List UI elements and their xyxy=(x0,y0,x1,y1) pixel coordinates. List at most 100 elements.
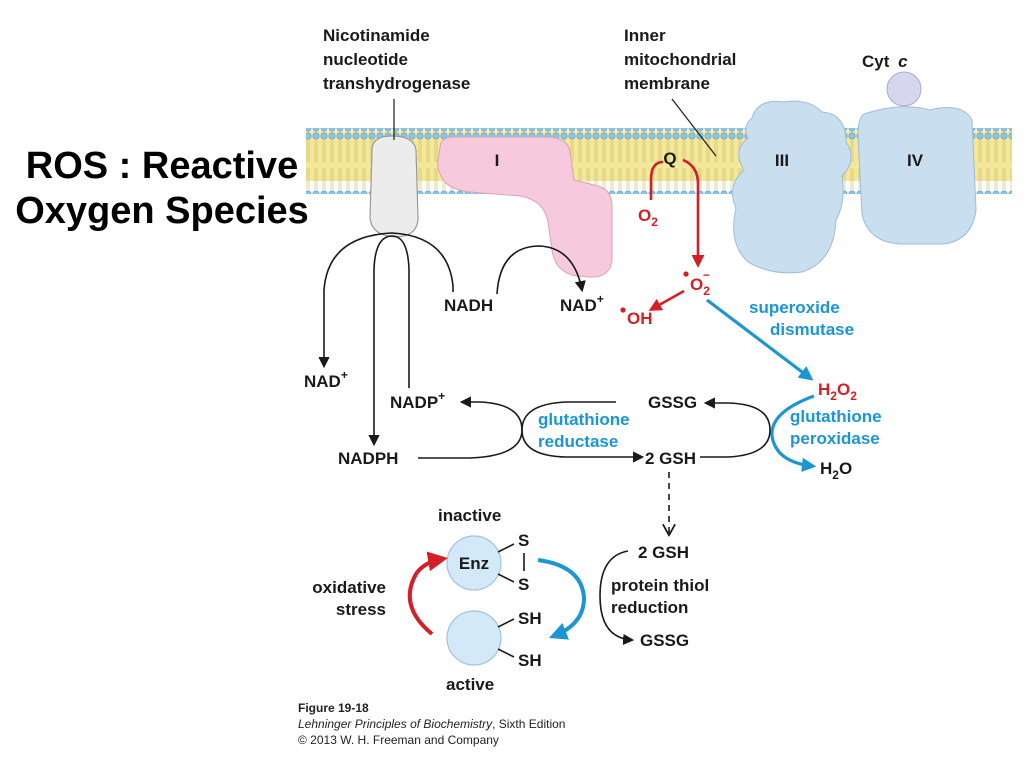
arrow-nadph-to-nadp xyxy=(418,396,523,459)
h2o2-h: H xyxy=(818,380,830,399)
glutathione-reductase-line-2: reductase xyxy=(538,432,618,451)
protein-thiol-reduction-line-1: protein thiol xyxy=(611,576,709,595)
active-label: active xyxy=(446,675,494,694)
o2-text: O xyxy=(638,206,651,225)
inner-membrane-leader-line xyxy=(671,98,717,157)
inactive-label: inactive xyxy=(438,506,501,525)
nadp-plus-sup: + xyxy=(438,389,445,403)
arrow-oxidative-stress xyxy=(407,551,448,636)
inner-membrane-label-line-1: Inner xyxy=(624,26,666,45)
superoxide-dismutase-line-1: superoxide xyxy=(749,298,840,317)
transhydrogenase-label: Nicotinamide nucleotide transhydrogenase xyxy=(323,26,470,93)
copyright: © 2013 W. H. Freeman and Company xyxy=(298,733,499,747)
nadh-label: NADH xyxy=(444,296,493,315)
arrow-nadh-to-nad-left xyxy=(318,232,454,369)
sulfur-bottom-label: S xyxy=(518,575,529,594)
nad-plus-left-text: NAD xyxy=(304,372,341,391)
inner-membrane-label-line-2: mitochondrial xyxy=(624,50,736,69)
gssg-top-label: GSSG xyxy=(648,393,697,412)
h2o-label: H2O xyxy=(820,459,852,482)
two-gsh-bottom-label: 2 GSH xyxy=(638,543,689,562)
superoxide-label: O2 − xyxy=(690,268,710,298)
h2o2-sub-2: 2 xyxy=(850,389,857,403)
arrow-nadh-to-nad-complex-i xyxy=(496,245,586,295)
complex-iv-protein xyxy=(857,106,977,245)
transhydrogenase-label-line-1: Nicotinamide xyxy=(323,26,430,45)
o2-label: O2 xyxy=(638,206,658,229)
arrow-h2o2-to-h2o xyxy=(770,394,817,473)
h2o2-label: H2O2 xyxy=(818,380,857,403)
protein-thiol-reduction-label: protein thiol reduction xyxy=(611,576,709,617)
enzyme-active xyxy=(446,610,502,666)
nadph-label: NADPH xyxy=(338,449,398,468)
cyt-c-label-italic: c xyxy=(898,52,908,71)
arrow-protein-thiol-reduction xyxy=(599,550,635,646)
protein-thiol-reduction-line-2: reduction xyxy=(611,598,688,617)
thiol-top-label: SH xyxy=(518,609,542,628)
transhydrogenase-protein xyxy=(369,135,419,238)
nadp-plus-text: NADP xyxy=(390,393,438,412)
arrow-enzyme-reduction xyxy=(537,558,587,640)
nadp-plus-label: NADP+ xyxy=(390,389,445,412)
oxidative-stress-line-1: oxidative xyxy=(312,578,386,597)
arrow-gsh-to-gssg xyxy=(700,397,771,458)
h2o-o: O xyxy=(839,459,852,478)
nad-plus-left-sup: + xyxy=(341,368,348,382)
glutathione-peroxidase-line-2: peroxidase xyxy=(790,429,880,448)
arrow-nadp-to-nadph xyxy=(368,235,410,447)
glutathione-peroxidase-line-1: glutathione xyxy=(790,407,882,426)
superoxide-radical-dot xyxy=(683,271,689,277)
disulfide-bonds xyxy=(497,543,525,583)
nad-plus-right-text: NAD xyxy=(560,296,597,315)
h2o2-o: O xyxy=(837,380,850,399)
ubiquinone-label: Q xyxy=(663,149,676,168)
cyt-c-label-text: Cyt xyxy=(862,52,890,71)
hydroxyl-radical-dot xyxy=(620,307,626,313)
nad-plus-right-label: NAD+ xyxy=(560,292,604,315)
book-title: Lehninger Principles of Biochemistry xyxy=(298,717,493,731)
inner-membrane-label: Inner mitochondrial membrane xyxy=(624,26,736,93)
thiol-bottom-label: SH xyxy=(518,651,542,670)
slide-title-line-1: ROS : Reactive xyxy=(25,145,299,187)
arrow-q-to-o2 xyxy=(649,160,664,200)
superoxide-dismutase-label: superoxide dismutase xyxy=(749,298,854,339)
thiol-bonds xyxy=(497,618,515,658)
book-edition: , Sixth Edition xyxy=(492,717,565,731)
o2-sub: 2 xyxy=(651,215,658,229)
figure-number: Figure 19-18 xyxy=(298,701,369,715)
h2o-sub: 2 xyxy=(832,468,839,482)
glutathione-peroxidase-label: glutathione peroxidase xyxy=(790,407,882,448)
oxidative-stress-line-2: stress xyxy=(336,600,386,619)
h2o-h: H xyxy=(820,459,832,478)
superoxide-dismutase-line-2: dismutase xyxy=(770,320,854,339)
figure-caption: Figure 19-18 Lehninger Principles of Bio… xyxy=(298,701,565,747)
arrow-q-to-superoxide xyxy=(682,158,705,268)
transhydrogenase-label-line-2: nucleotide xyxy=(323,50,408,69)
cytochrome-c xyxy=(886,71,922,107)
enz-label: Enz xyxy=(459,554,489,573)
arrow-superoxide-to-oh xyxy=(648,289,685,311)
complex-i-protein xyxy=(437,136,613,278)
superoxide-sub: 2 xyxy=(703,284,710,298)
slide-title: ROS : Reactive Oxygen Species xyxy=(6,144,318,234)
complex-iv-label: IV xyxy=(907,151,924,170)
cyt-c-label: Cyt c xyxy=(862,52,908,71)
glutathione-reductase-label: glutathione reductase xyxy=(538,410,630,451)
hydroxyl-label: OH xyxy=(627,309,653,328)
complex-iii-label: III xyxy=(775,151,789,170)
slide-title-line-2: Oxygen Species xyxy=(15,189,309,232)
oxidative-stress-label: oxidative stress xyxy=(312,578,386,619)
superoxide-text: O xyxy=(690,275,703,294)
figure-source: Lehninger Principles of Biochemistry, Si… xyxy=(298,717,565,731)
glutathione-reductase-line-1: glutathione xyxy=(538,410,630,429)
superoxide-sup: − xyxy=(703,268,710,282)
complex-i-label: I xyxy=(495,151,500,170)
transhydrogenase-label-line-3: transhydrogenase xyxy=(323,74,470,93)
arrow-superoxide-to-h2o2 xyxy=(706,298,814,381)
two-gsh-top-label: 2 GSH xyxy=(645,449,696,468)
h2o2-sub-1: 2 xyxy=(830,389,837,403)
gssg-bottom-label: GSSG xyxy=(640,631,689,650)
inner-membrane-label-line-3: membrane xyxy=(624,74,710,93)
nad-plus-right-sup: + xyxy=(597,292,604,306)
